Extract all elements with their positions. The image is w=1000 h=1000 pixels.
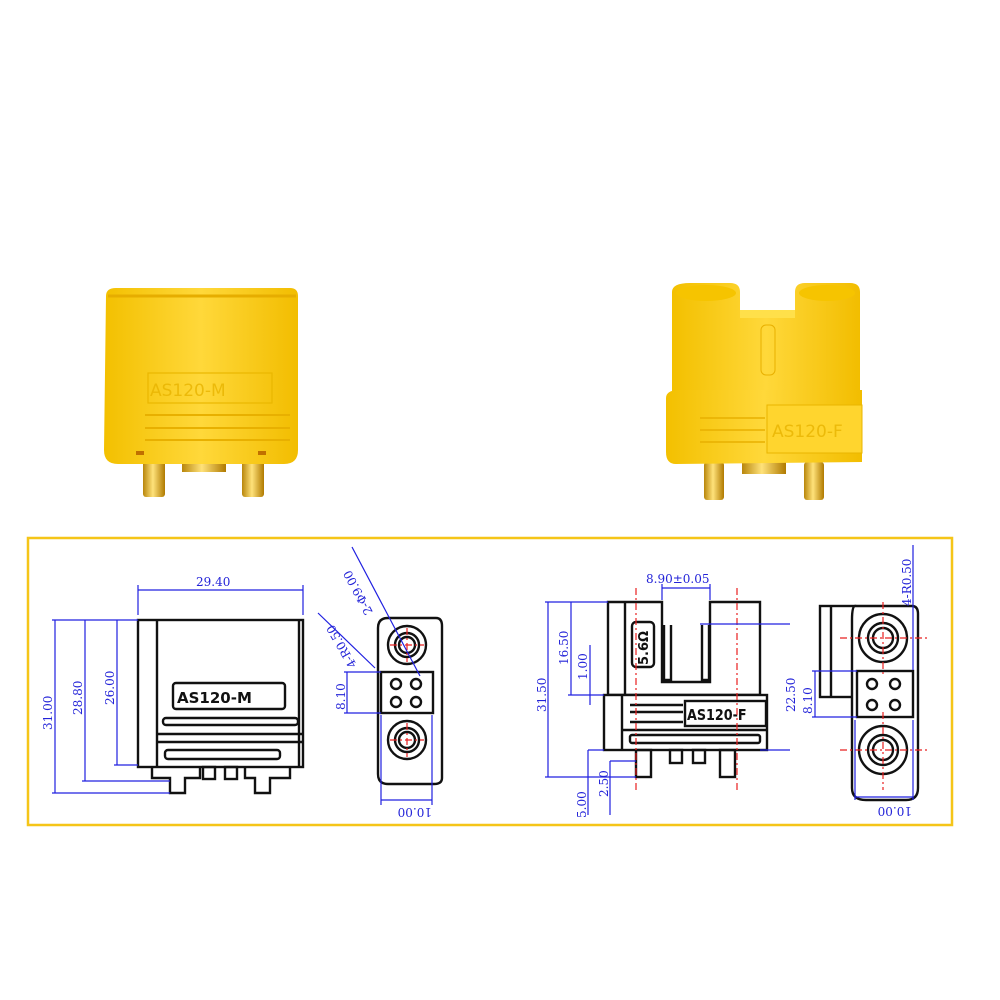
dim-pitch: 22.50	[784, 678, 798, 712]
dim-slot-width: 8.90±0.05	[646, 572, 710, 586]
dim-width: 29.40	[196, 575, 230, 589]
male-side-view: AS120-M	[136, 618, 305, 795]
dim-step: 1.00	[576, 653, 590, 680]
dim-corner-radius: 4-R0.50	[324, 622, 360, 670]
female-end-dimensions: 22.50 8.10 10.00 4-R0.50	[784, 545, 914, 818]
dim-hole-diameter: 2-Φ9.00	[341, 568, 376, 617]
male-end-view	[376, 616, 444, 786]
power-pin	[704, 462, 724, 500]
dim-end-width: 10.00	[878, 804, 912, 818]
dim-height-body: 26.00	[103, 671, 117, 705]
dim-height-mid: 28.80	[71, 681, 85, 715]
male-drawing-label: AS120-M	[177, 689, 252, 707]
male-side-dimensions: 29.40 31.00 28.80 26.00	[41, 575, 304, 794]
female-connector-photo: AS120-F	[666, 283, 863, 500]
dim-height-total: 31.50	[535, 678, 549, 712]
power-pin	[242, 455, 264, 497]
female-side-view: 5.6Ω AS120-F	[602, 588, 769, 792]
drawing-frame	[26, 536, 954, 827]
male-embossed-label: AS120-M	[150, 381, 226, 401]
dim-corner-radius: 4-R0.50	[900, 559, 914, 606]
male-connector-photo: AS120-M	[104, 288, 298, 497]
signal-pins	[742, 462, 786, 474]
female-drawing-label: AS120-F	[687, 707, 747, 724]
dim-pin-long: 5.00	[575, 791, 589, 818]
female-side-dimensions: 8.90±0.05 31.50 16.50 1.00 5.00 2.50	[535, 572, 790, 818]
female-embossed-label: AS120-F	[772, 422, 843, 442]
dim-signal-pitch: 8.10	[334, 683, 348, 710]
dim-signal-pitch: 8.10	[801, 687, 815, 714]
dim-height-total: 31.00	[41, 696, 55, 730]
dim-pin-short: 2.50	[597, 770, 611, 797]
dim-end-width: 10.00	[398, 805, 432, 819]
power-pin	[143, 455, 165, 497]
power-pin	[804, 462, 824, 500]
female-resistance-mark: 5.6Ω	[637, 631, 652, 665]
dim-height-upper: 16.50	[557, 631, 571, 665]
female-end-view	[818, 602, 928, 802]
